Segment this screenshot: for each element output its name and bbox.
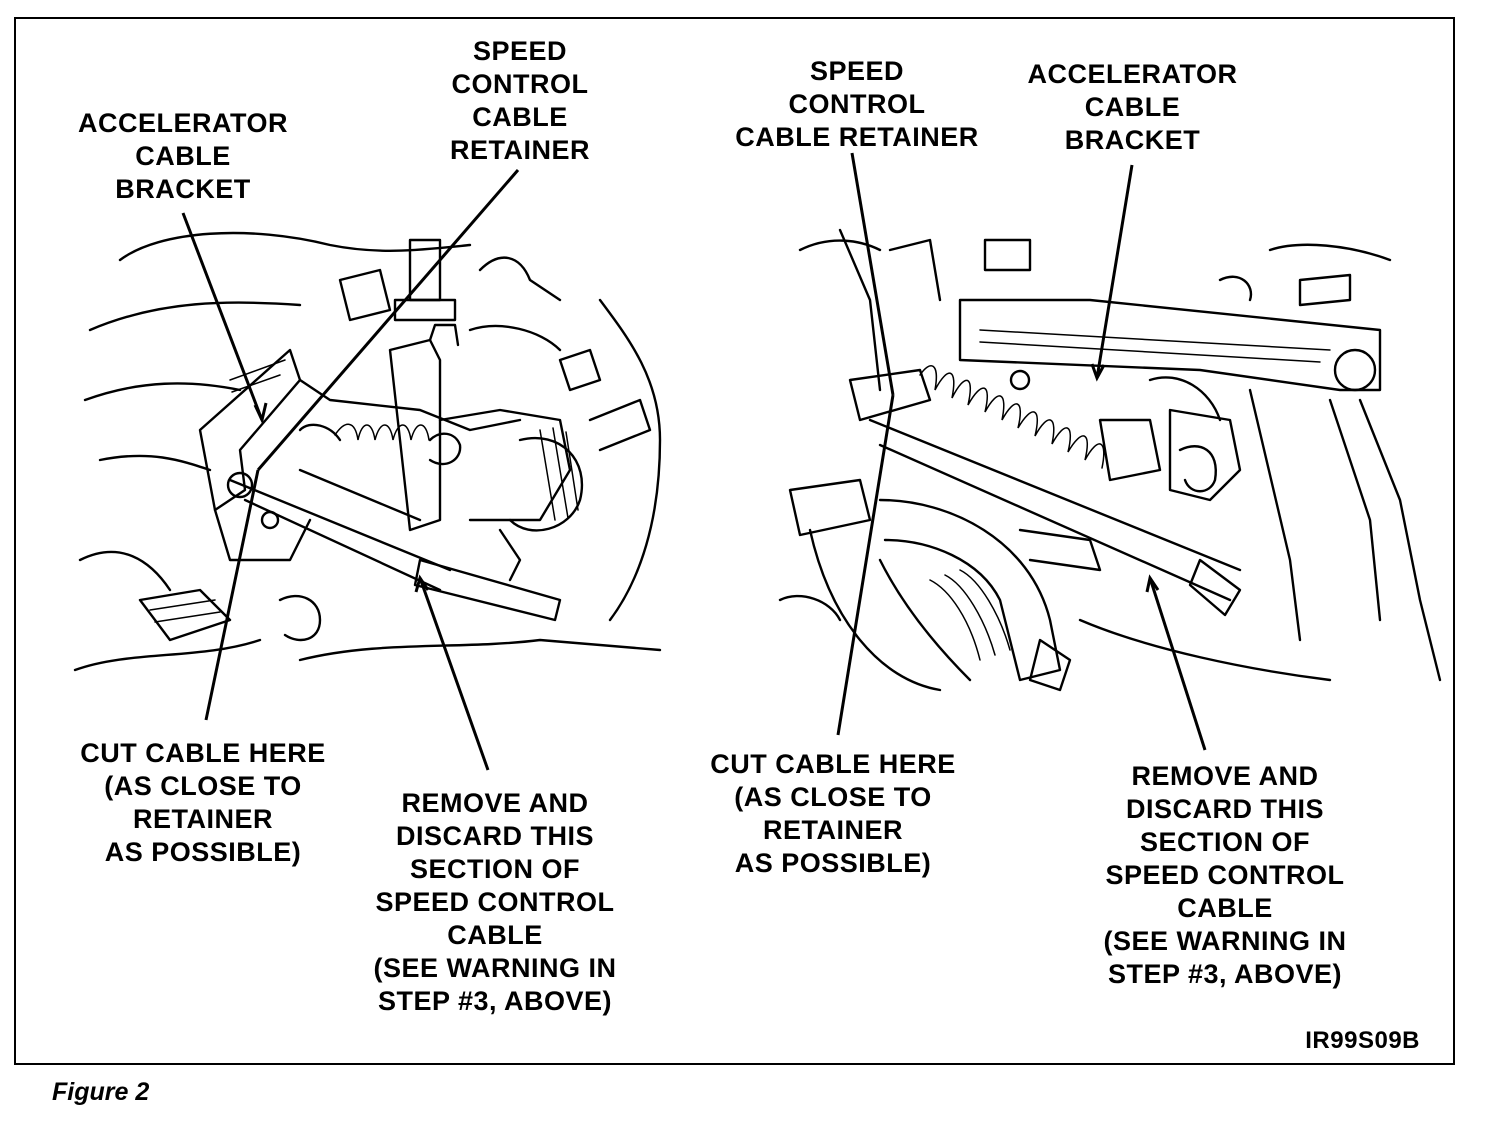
left-illustration — [73, 231, 662, 672]
left-speed-control-cable-retainer-label: SPEED CONTROL CABLE RETAINER — [449, 36, 590, 165]
left-remove-and-discard-label: REMOVE AND DISCARD THIS SECTION OF SPEED… — [373, 788, 617, 1016]
figure-frame — [14, 17, 1455, 1065]
right-speed-control-cable-retainer-label: SPEED CONTROL CABLE RETAINER — [735, 56, 979, 152]
left-cut-cable-here-label: CUT CABLE HERE (AS CLOSE TO RETAINER AS … — [80, 738, 326, 867]
right-cut-cable-here-label: CUT CABLE HERE (AS CLOSE TO RETAINER AS … — [710, 749, 956, 878]
right-accelerator-cable-bracket-label: ACCELERATOR CABLE BRACKET — [1027, 59, 1238, 155]
left-accelerator-cable-bracket-label: ACCELERATOR CABLE BRACKET — [77, 108, 288, 204]
illustration-code: IR99S09B — [1305, 1027, 1420, 1054]
leader-lines — [181, 152, 1207, 771]
right-illustration — [778, 228, 1442, 692]
right-remove-and-discard-label: REMOVE AND DISCARD THIS SECTION OF SPEED… — [1103, 761, 1347, 989]
figure-caption: Figure 2 — [52, 1078, 150, 1106]
